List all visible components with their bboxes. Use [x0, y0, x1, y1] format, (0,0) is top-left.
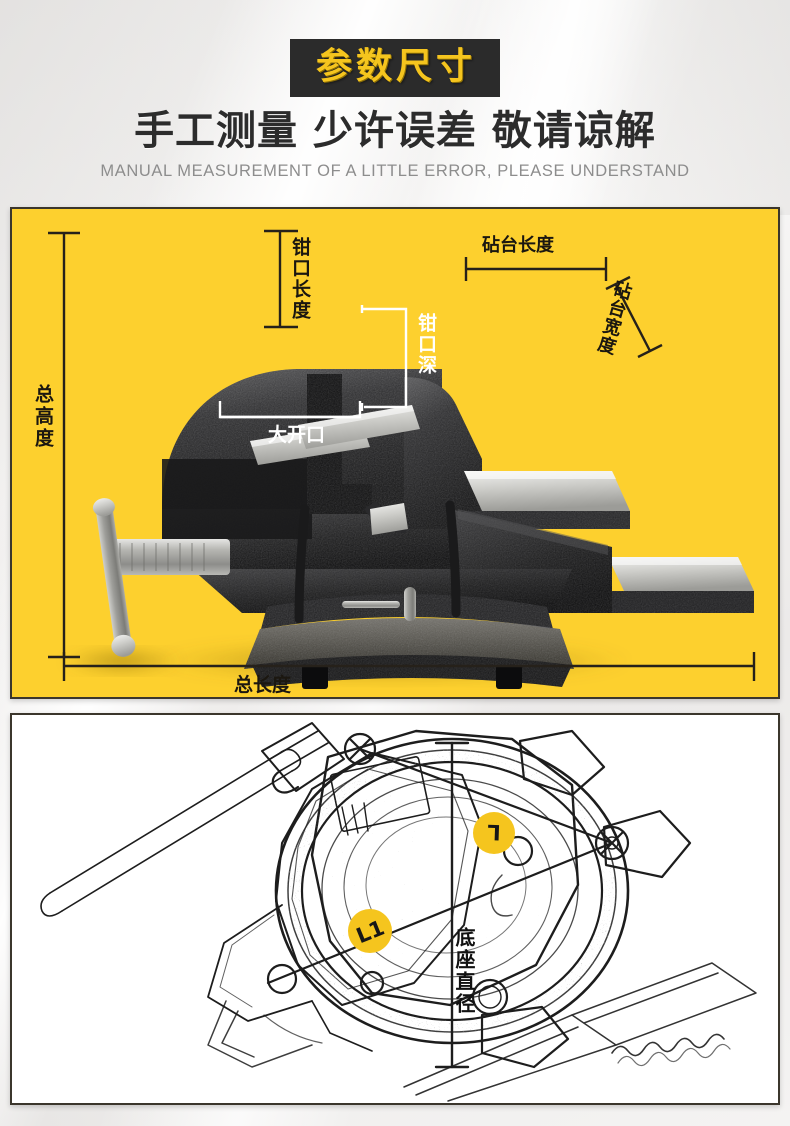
vise-base-line-drawing: L1 L 底座直径: [40, 722, 757, 1102]
page-subtitle: MANUAL MEASUREMENT OF A LITTLE ERROR, PL…: [100, 162, 690, 180]
vise-photo-illustration: 总高度 总长度 钳口长度 钳口深 大开口 砧台长度 砧台宽度: [32, 229, 756, 696]
silk-highlight: [0, 0, 790, 215]
badge-l: L: [473, 812, 515, 854]
label-anvil-length: 砧台长度: [482, 234, 555, 256]
sketch-body-tail: [207, 1000, 313, 1068]
badge-l-label: L: [487, 820, 501, 844]
sketch-guide-bars: [403, 962, 757, 1102]
label-anvil-width: 砧台宽度: [593, 277, 634, 357]
label-total-length: 总长度: [234, 673, 292, 696]
dimension-lines-light: [218, 305, 408, 419]
label-jaw-length: 钳口长度: [289, 236, 311, 321]
vise-base-sketch-panel: L1 L 底座直径: [10, 713, 780, 1105]
label-jaw-depth: 钳口深: [415, 312, 437, 376]
vise-body: [92, 369, 754, 689]
vise-dimension-photo-panel: 总高度 总长度 钳口长度 钳口深 大开口 砧台长度 砧台宽度: [10, 207, 780, 699]
page-header: 参数尺寸 手工测量 少许误差 敬请谅解 MANUAL MEASUREMENT O…: [0, 0, 790, 200]
sketch-texture: [276, 731, 578, 1005]
badge-l1: L1: [348, 909, 392, 953]
page-title: 手工测量 少许误差 敬请谅解: [134, 108, 656, 154]
label-max-opening: 大开口: [268, 423, 325, 446]
label-total-height: 总高度: [32, 383, 54, 450]
section-badge: 参数尺寸: [289, 39, 500, 97]
dimension-lines-dark: [48, 229, 756, 681]
label-base-diameter: 底座直径: [452, 926, 476, 1015]
